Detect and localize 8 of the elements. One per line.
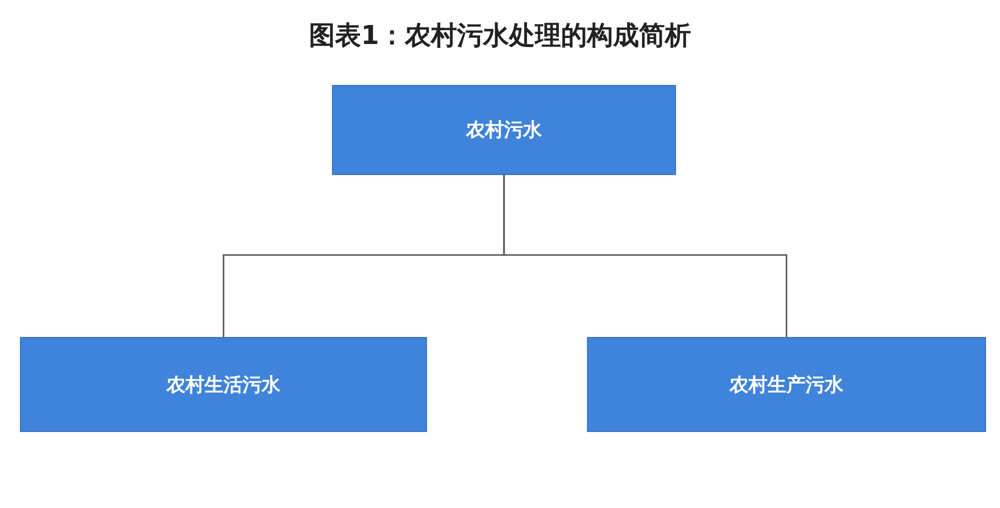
connector-line bbox=[503, 175, 788, 337]
chart-title: 图表1：农村污水处理的构成简析 bbox=[308, 20, 692, 53]
box-label: 农村生活污水 bbox=[166, 372, 280, 398]
box-label: 农村污水 bbox=[466, 118, 542, 143]
process-box bbox=[332, 85, 676, 175]
process-box bbox=[20, 337, 427, 432]
box-label: 农村生产污水 bbox=[730, 372, 844, 398]
process-box bbox=[587, 337, 986, 432]
